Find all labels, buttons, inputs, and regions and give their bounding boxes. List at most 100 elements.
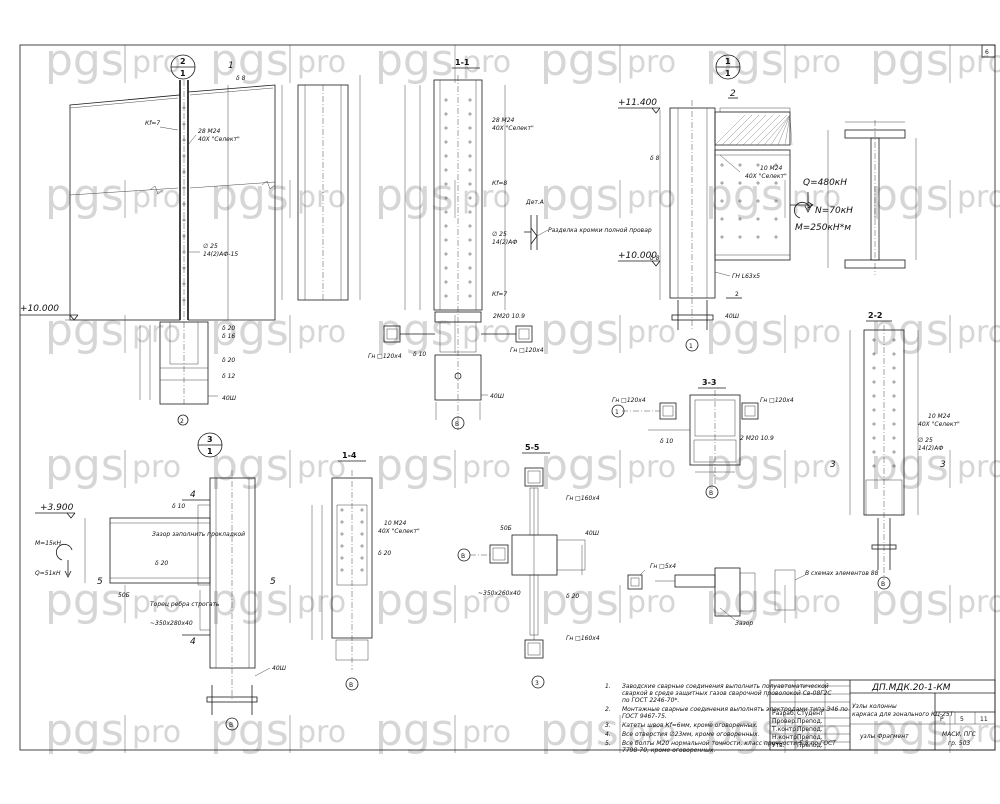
view-4-marker-top: 3 bbox=[207, 435, 213, 444]
watermark-pro: pro bbox=[957, 585, 1000, 620]
watermark-pro: pro bbox=[132, 450, 181, 485]
v7-marker-1 bbox=[611, 404, 625, 418]
v3-marker-1-text: 1 bbox=[689, 343, 693, 350]
watermark-pgs: pgs bbox=[705, 305, 784, 356]
v3-load-m: M=250кН*м bbox=[795, 223, 851, 233]
v4-marker-5-right: 5 bbox=[270, 577, 276, 587]
note-number: 3. bbox=[605, 722, 611, 729]
watermark-pro: pro bbox=[297, 45, 346, 80]
v7-marker-b bbox=[705, 485, 719, 499]
view-1-marker-bottom: 1 bbox=[180, 69, 186, 78]
tube-left-3-3 bbox=[659, 402, 677, 420]
view-1-marker-top: 2 bbox=[180, 57, 186, 66]
watermark-pgs: pgs bbox=[705, 35, 784, 86]
watermark-pgs: pgs bbox=[210, 35, 289, 86]
title-block-group: гр. 503 bbox=[948, 740, 970, 747]
v6-marker-3-text: 3 bbox=[535, 680, 539, 687]
title-block-sheet: 5 bbox=[960, 716, 964, 723]
watermark-pgs: pgs bbox=[210, 170, 289, 221]
watermark-pgs: pgs bbox=[375, 705, 454, 756]
v7-plate-d10: δ 10 bbox=[660, 438, 673, 445]
watermark-pgs: pgs bbox=[870, 170, 949, 221]
watermark-pro: pro bbox=[462, 585, 511, 620]
v4-load-q: Q=51кН bbox=[35, 570, 61, 577]
v3-plate-d8: δ 8 bbox=[650, 155, 660, 162]
v6-marker-b-text: В bbox=[461, 553, 465, 560]
v1-plate-thk: δ 8 bbox=[236, 75, 246, 82]
view-3-marker-top: 1 bbox=[725, 57, 731, 66]
watermark-pro: pro bbox=[462, 715, 511, 750]
view-1-column-beam-node: 2 1 1 28 М24 40Х "Селект" Кf=7 ∅ 25 14(2… bbox=[20, 54, 276, 426]
v5-bolts: 10 М24 bbox=[384, 520, 407, 527]
watermark-pgs: pgs bbox=[870, 35, 949, 86]
v2-bolts-grade: 40Х "Селект" bbox=[492, 125, 534, 132]
v3-bolts: 10 М24 bbox=[760, 165, 783, 172]
small-node-detail: Гн □5х4 В схемах элементов 88 Зазор bbox=[627, 563, 879, 627]
v4-beam-50b: 50Б bbox=[118, 592, 130, 599]
watermark-pro: pro bbox=[957, 315, 1000, 350]
watermark-pgs: pgs bbox=[540, 35, 619, 86]
watermark-pro: pro bbox=[792, 585, 841, 620]
note-number: 1. bbox=[605, 683, 611, 690]
v2-bolt-m20: 2М20 10.9 bbox=[493, 313, 525, 320]
watermark-pro: pro bbox=[132, 715, 181, 750]
note-line: Монтажные сварные соединения выполнять э… bbox=[622, 706, 848, 713]
watermark-pro: pro bbox=[297, 715, 346, 750]
watermark-pro: pro bbox=[957, 45, 1000, 80]
v1-bolts-label: 28 М24 bbox=[198, 128, 221, 135]
v7-marker-b-text: В bbox=[709, 490, 713, 497]
v3-plate-d8b: δ 8 bbox=[650, 255, 660, 262]
v1-hole-d25-spec: 14(2)АФ-15 bbox=[203, 251, 238, 258]
v2-hole-d25-spec: 14(2)АФ bbox=[492, 239, 517, 246]
view-3-3-title: 3-3 bbox=[702, 378, 716, 387]
v3-elev-11400: +11.400 bbox=[618, 98, 657, 108]
tube-small bbox=[627, 574, 643, 590]
v1-bottom-marker bbox=[177, 414, 189, 426]
watermark-pgs: pgs bbox=[375, 170, 454, 221]
watermark-pgs: pgs bbox=[540, 440, 619, 491]
watermark-pro: pro bbox=[462, 450, 511, 485]
v10-tube-label: Гн □5х4 bbox=[650, 563, 676, 570]
v4-column-40sh: 40Ш bbox=[272, 665, 287, 672]
v5-bolts-grade: 40Х "Селект" bbox=[378, 528, 420, 535]
sheet-frame bbox=[19, 44, 996, 751]
note-line: Катеты швов Кf=6мм, кроме оговоренных. bbox=[622, 722, 758, 729]
watermark-pro: pro bbox=[462, 315, 511, 350]
v2-marker-b bbox=[451, 416, 465, 430]
watermark-pro: pro bbox=[792, 715, 841, 750]
title-block-role: Утв. bbox=[772, 742, 785, 749]
tube-right-3-3 bbox=[741, 402, 759, 420]
view-1-4-section: 1-4 10 М24 40Х "Селект" δ 20 В bbox=[311, 451, 420, 691]
v1-weld-kf7: Кf=7 bbox=[145, 120, 160, 127]
watermark-pro: pro bbox=[627, 585, 676, 620]
view-3-3-section: 3-3 1 Гн □120х4 Гн □120х4 δ 10 2 М20 10.… bbox=[611, 378, 794, 499]
title-block-name: Препод. bbox=[797, 742, 823, 749]
v1-plate-d12: δ 12 bbox=[222, 373, 235, 380]
watermark-pgs: pgs bbox=[375, 575, 454, 626]
v6-marker-3 bbox=[531, 675, 545, 689]
v2-hole-d25: ∅ 25 bbox=[492, 231, 507, 238]
note-line: 7798-70, кроме оговоренных. bbox=[622, 747, 715, 754]
view-3-1-node: 3 1 +3.900 M=15кН Q=51кН Зазор заполнить… bbox=[35, 432, 287, 731]
watermark-pro: pro bbox=[627, 45, 676, 80]
note-line: сваркой в среде защитных газов сварочной… bbox=[622, 690, 832, 697]
view-2-2-section: 2-2 10 М24 40Х "Селект" ∅ 25 14(2)АФ 3 3… bbox=[830, 311, 960, 590]
det-a-title: Дет.А bbox=[525, 199, 544, 206]
v3-bolts-grade: 40Х "Селект" bbox=[745, 173, 787, 180]
watermark-pgs: pgs bbox=[870, 705, 949, 756]
watermark-pro: pro bbox=[462, 45, 511, 80]
title-block-org: МАСИ, ПГС bbox=[942, 731, 977, 738]
v1-bolts-grade: 40Х "Селект" bbox=[198, 136, 240, 143]
v2-weld-kf7: Кf=7 bbox=[492, 291, 507, 298]
view-1-1-section: 1-1 28 М24 40Х "Селект" Кf=8 ∅ 25 14(2)А… bbox=[368, 58, 652, 430]
watermark-pro: pro bbox=[297, 180, 346, 215]
v7-marker-1-text: 1 bbox=[615, 409, 619, 416]
v4-rib-note: Торец ребра строгать bbox=[150, 601, 220, 608]
watermark-pro: pro bbox=[957, 450, 1000, 485]
v3-marker-2: 2 bbox=[735, 291, 739, 298]
watermark-pgs: pgs bbox=[375, 440, 454, 491]
view-4-marker-bottom: 1 bbox=[207, 447, 213, 456]
title-block: Разраб.СтудентПровер.Препод.Т.контр.Преп… bbox=[769, 679, 996, 751]
title-block-role: Н.контр. bbox=[772, 734, 799, 741]
